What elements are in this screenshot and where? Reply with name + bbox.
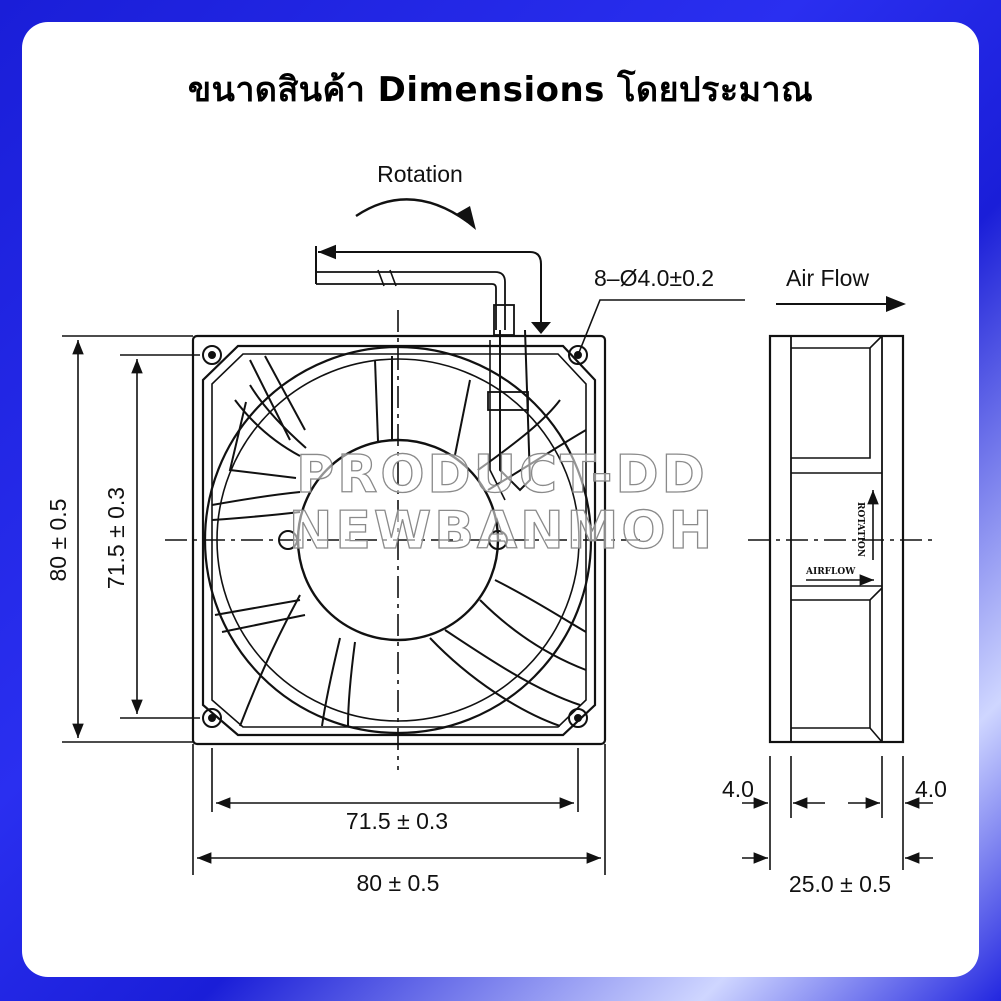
- side-right-label: 4.0: [915, 776, 947, 802]
- side-airflow-mark: AIRFLOW: [805, 567, 856, 577]
- side-view: [768, 334, 905, 744]
- width-inner-label: 71.5 ± 0.3: [346, 808, 448, 834]
- watermark: PRODUCT-DD NEWBANMOH: [288, 444, 715, 561]
- side-left-label: 4.0: [722, 776, 754, 802]
- height-inner-label: 71.5 ± 0.3: [103, 487, 129, 589]
- depth-dimensions: [742, 756, 933, 870]
- height-dimensions: [62, 335, 200, 743]
- page-title: ขนาดสินค้า Dimensions โดยประมาณ: [187, 70, 814, 110]
- diagram-card: ขนาดสินค้า Dimensions โดยประมาณ: [22, 22, 979, 977]
- rotation-arrow: [355, 198, 469, 223]
- side-outline: [768, 334, 905, 744]
- width-dimensions: [192, 744, 606, 875]
- watermark-line2: NEWBANMOH: [289, 501, 715, 561]
- side-rotation-mark: ROTATION: [855, 502, 865, 557]
- rotation-label: Rotation: [377, 161, 463, 187]
- mounting-holes: [202, 345, 588, 728]
- airflow-label: Air Flow: [786, 265, 869, 291]
- hole-leader: [577, 299, 745, 356]
- depth-label: 25.0 ± 0.5: [789, 871, 891, 897]
- watermark-line1: PRODUCT-DD: [296, 445, 708, 505]
- hole-spec-label: 8–Ø4.0±0.2: [594, 265, 714, 291]
- width-outer-label: 80 ± 0.5: [357, 870, 440, 896]
- fan-inner-octagon: [201, 344, 597, 737]
- height-outer-label: 80 ± 0.5: [45, 499, 71, 582]
